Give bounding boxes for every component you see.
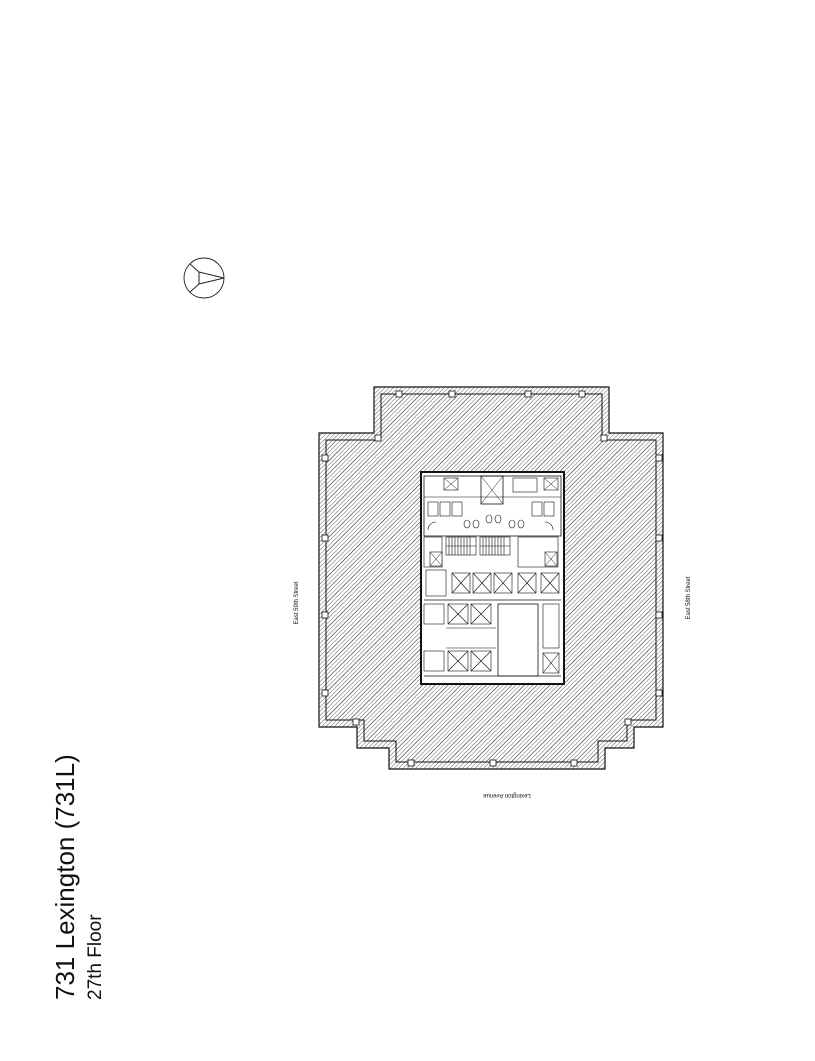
building-title: 731 Lexington (731L) bbox=[50, 754, 80, 1000]
floor-label: 27th Floor bbox=[85, 914, 106, 1000]
elevator-bank-lower bbox=[447, 603, 560, 674]
compass-north-arrow-icon bbox=[183, 257, 225, 299]
street-label-left: East 59th Street bbox=[294, 581, 300, 624]
elevator-bank-upper bbox=[451, 572, 560, 594]
stairs bbox=[445, 536, 511, 556]
perimeter-columns bbox=[321, 390, 663, 767]
street-label-bottom: Lexington Avenue bbox=[483, 792, 531, 798]
restroom-block bbox=[423, 475, 562, 537]
street-label-right: East 58th Street bbox=[686, 576, 692, 619]
building-core bbox=[420, 471, 565, 685]
